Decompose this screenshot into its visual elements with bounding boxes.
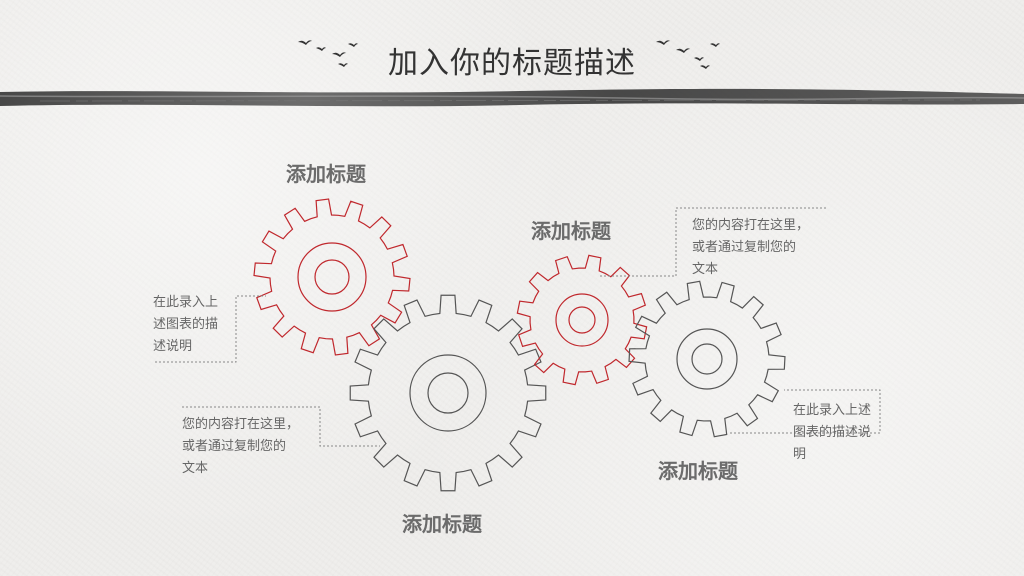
note-left-top: 在此录入上 述图表的描 述说明 bbox=[153, 295, 219, 354]
gear1-heading: 添加标题 bbox=[286, 162, 366, 186]
birds-icon bbox=[298, 40, 358, 67]
gear-outline bbox=[628, 280, 786, 438]
birds-icon bbox=[656, 40, 720, 69]
note-right-top: 您的内容打在这里， 或者通过复制您的 文本 bbox=[692, 218, 810, 277]
gear4-heading: 添加标题 bbox=[658, 459, 738, 483]
gear-hub bbox=[297, 242, 367, 312]
gear2-heading: 添加标题 bbox=[402, 512, 482, 536]
gear3-heading: 添加标题 bbox=[531, 219, 611, 243]
gear-outline bbox=[516, 254, 648, 386]
gear-hub bbox=[555, 293, 609, 347]
gear-hub bbox=[676, 328, 738, 390]
note-right-bottom: 在此录入上述 图表的描述说 明 bbox=[793, 403, 872, 462]
gear-icon bbox=[516, 254, 648, 386]
note-left-bottom: 您的内容打在这里， 或者通过复制您的 文本 bbox=[182, 417, 300, 476]
ink-brush-divider bbox=[0, 88, 1024, 107]
gear-icon bbox=[253, 198, 411, 356]
gear-hub bbox=[691, 343, 723, 375]
gear-hub bbox=[314, 259, 350, 295]
slide-title: 加入你的标题描述 bbox=[388, 46, 636, 81]
gear-icon bbox=[628, 280, 786, 438]
gear-outline bbox=[349, 294, 547, 492]
gear-hub bbox=[427, 372, 469, 414]
gear-icon bbox=[349, 294, 547, 492]
gear-hub bbox=[568, 306, 596, 334]
gear-hub bbox=[409, 354, 487, 432]
gear-outline bbox=[253, 198, 411, 356]
